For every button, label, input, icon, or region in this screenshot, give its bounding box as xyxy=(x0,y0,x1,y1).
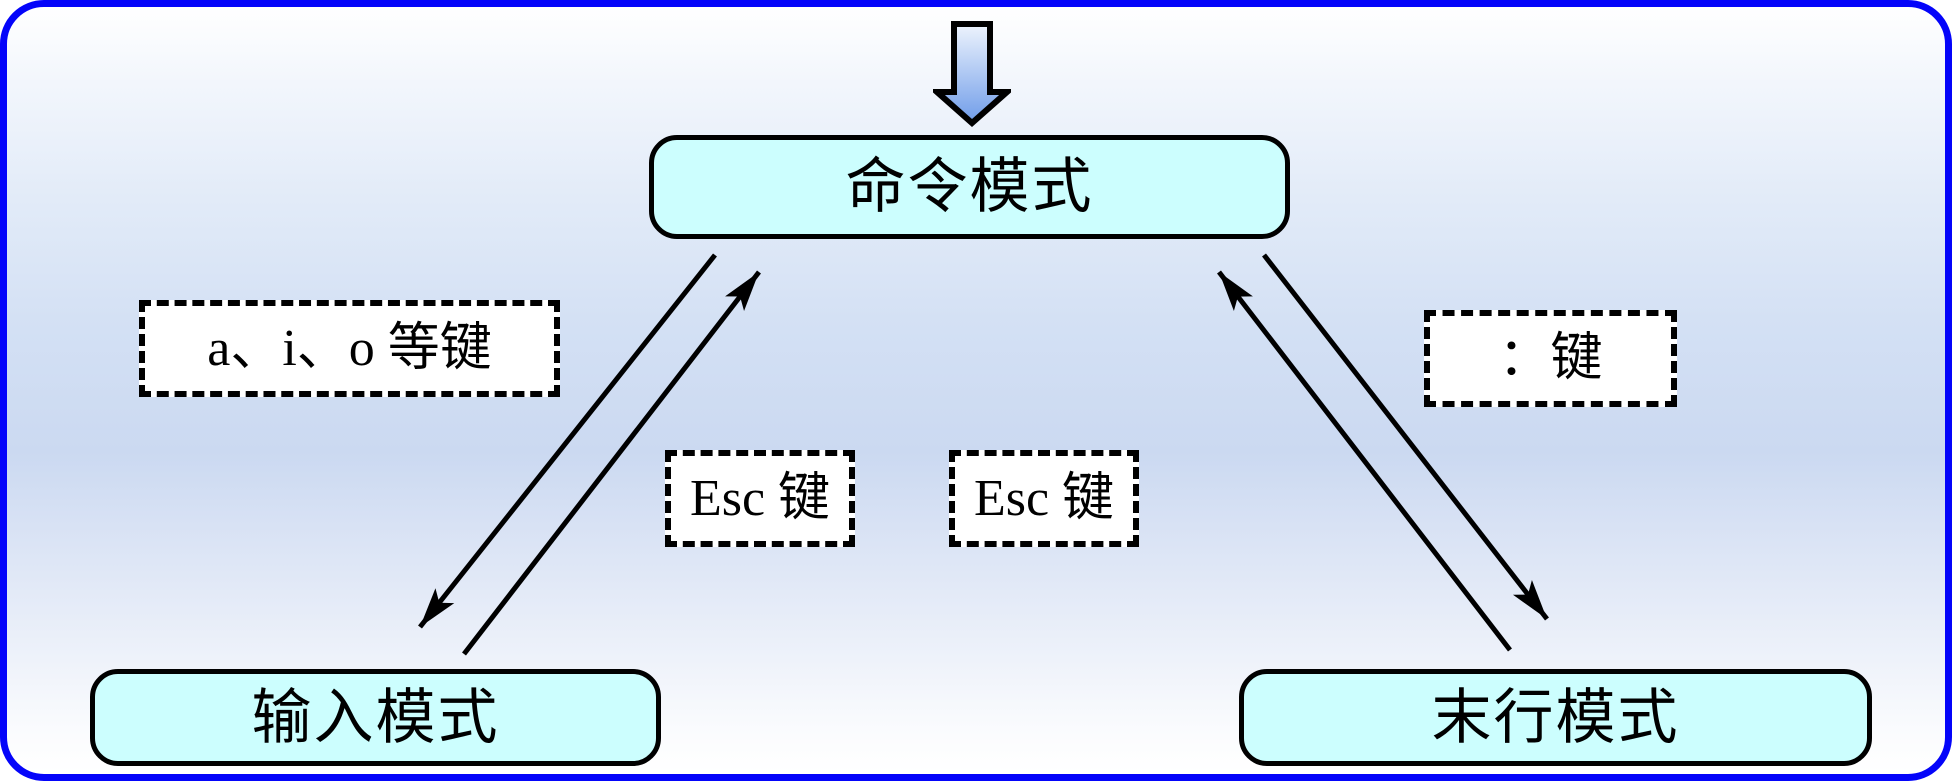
edge-label-esc-left: Esc 键 xyxy=(665,450,855,547)
node-lastline-mode: 末行模式 xyxy=(1239,669,1872,766)
node-command-mode: 命令模式 xyxy=(649,135,1290,239)
edge-label-colon-key: ：键 xyxy=(1424,310,1677,407)
down-arrow-icon xyxy=(933,21,1011,127)
node-insert-mode: 输入模式 xyxy=(90,669,661,766)
edge-label-esc-right: Esc 键 xyxy=(949,450,1139,547)
edge-label-aio-keys: a、i、o 等键 xyxy=(139,300,560,397)
bottom-divider xyxy=(21,774,1931,776)
